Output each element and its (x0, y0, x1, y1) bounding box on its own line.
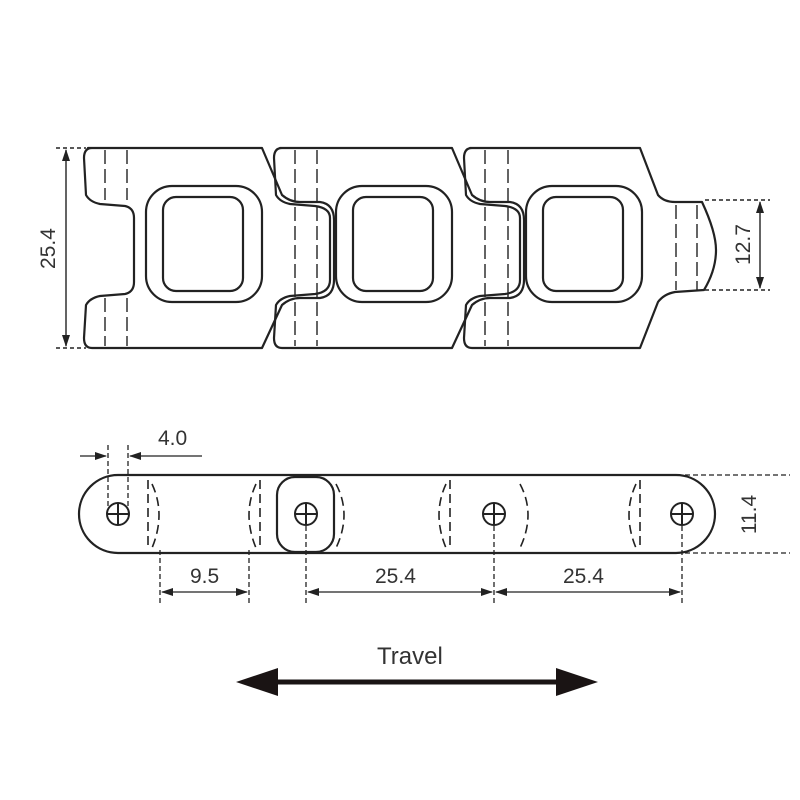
overall-width-label: 25.4 (36, 228, 60, 269)
dimension-overall-width (56, 147, 86, 349)
height-label: 11.4 (738, 494, 762, 535)
link-1 (82, 146, 336, 350)
travel-label: Travel (377, 643, 443, 670)
link-2 (272, 146, 526, 350)
double-headed-arrow-icon (236, 668, 598, 696)
tongue-width-label: 12.7 (731, 224, 755, 265)
dimension-tongue-width (705, 199, 770, 291)
side-view (77, 445, 790, 605)
top-view (56, 146, 770, 350)
link-3 (462, 146, 718, 350)
offset-label: 4.0 (158, 427, 188, 450)
pin-icons (106, 502, 694, 526)
pitch-2-label: 25.4 (563, 565, 604, 588)
gap-label: 9.5 (190, 565, 220, 588)
pitch-1-label: 25.4 (375, 565, 416, 588)
